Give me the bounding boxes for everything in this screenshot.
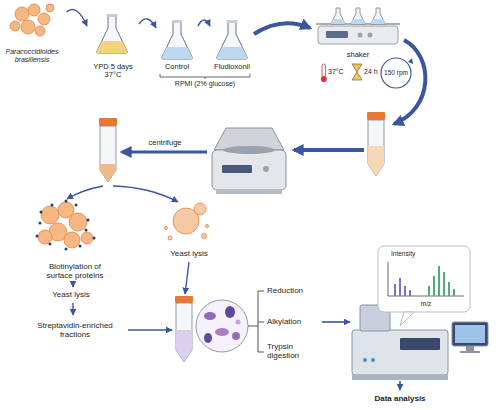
- node-text: Paracoccidioides brasiliensis: [2, 48, 63, 64]
- node-text: Alkylation: [267, 317, 301, 326]
- node-text: Biotinylation of surface proteins: [39, 262, 111, 280]
- enrichment-step: Streptavidin-enriched fractions: [25, 316, 125, 344]
- node-text: Data analysis: [374, 394, 425, 403]
- flow-arrow: [113, 186, 178, 202]
- falcon-tube: [99, 118, 117, 182]
- falcon-tube: [367, 112, 385, 176]
- biotinylation-step: Biotinylation of surface proteins: [25, 196, 125, 280]
- flask-node: Fludioxonil: [212, 18, 252, 72]
- lysed-yeast-cell: [165, 203, 209, 240]
- rpmi-bracket: [160, 74, 250, 79]
- lysis-step: Yeast lysis: [40, 288, 102, 302]
- steps-bracket: [248, 291, 264, 352]
- flow-connector: [139, 19, 156, 28]
- centrifuge-machine: [212, 128, 286, 194]
- flow-connector: [72, 303, 73, 315]
- flow-arrow: [128, 329, 172, 330]
- biotinylated-cells: [36, 200, 96, 251]
- temperature-label: 37°C: [328, 68, 344, 76]
- axis-label: Intensity: [391, 250, 415, 257]
- flow-arrow: [185, 262, 189, 294]
- flow-arrow: [399, 381, 401, 390]
- lysis-step: Yeast lysis: [158, 196, 220, 258]
- flow-arrow: [294, 148, 364, 152]
- medium-label: RPMI (2% glucose): [175, 80, 235, 88]
- node-text: shaker: [347, 51, 370, 60]
- node-text: Yeast lysis: [170, 249, 208, 258]
- axis-label: m/z: [421, 300, 431, 307]
- organism-label: Paracoccidioides brasiliensis: [0, 2, 65, 64]
- node-text: Streptavidin-enriched fractions: [28, 321, 122, 339]
- flask-fludioxonil: [217, 20, 248, 59]
- flow-arrow: [322, 321, 350, 323]
- node-text: Trypsin digestion: [267, 342, 311, 360]
- shaker-node: shaker: [312, 2, 404, 60]
- yeast-cluster: [10, 4, 54, 36]
- flask-ypd: [97, 14, 128, 53]
- flow-arrow: [67, 186, 103, 199]
- computer-monitor: [452, 322, 488, 353]
- processing-step: Reduction: [267, 284, 317, 298]
- flow-connector: [254, 23, 310, 34]
- time-label: 24 h: [364, 68, 378, 76]
- step-label: centrifuge: [149, 139, 182, 148]
- node-text: Control: [165, 63, 189, 72]
- flow-connector: [67, 9, 88, 26]
- mass-spectrometer: [352, 305, 448, 380]
- processing-step: Trypsin digestion: [267, 339, 317, 363]
- flow-connector: [198, 20, 210, 26]
- sample-tube: [175, 296, 248, 362]
- flow-arrow: [122, 151, 207, 154]
- node-text: Reduction: [267, 286, 303, 295]
- processing-step: Alkylation: [267, 315, 317, 329]
- flask-control: [162, 20, 193, 59]
- shaker-machine: [316, 8, 400, 44]
- flask-node: YPD 5 days 37°C: [89, 14, 137, 80]
- flow-arrow: [394, 40, 425, 124]
- analysis-step: Data analysis: [360, 392, 440, 406]
- speed-label: 150 rpm: [384, 69, 408, 76]
- node-text: Fludioxonil: [214, 63, 250, 72]
- condition-icons: [321, 58, 413, 88]
- flow-connector: [72, 281, 73, 287]
- flask-node: Control: [158, 18, 196, 72]
- node-text: YPD 5 days 37°C: [91, 63, 135, 80]
- node-text: Yeast lysis: [52, 290, 90, 299]
- spectrum-screen: [378, 246, 470, 326]
